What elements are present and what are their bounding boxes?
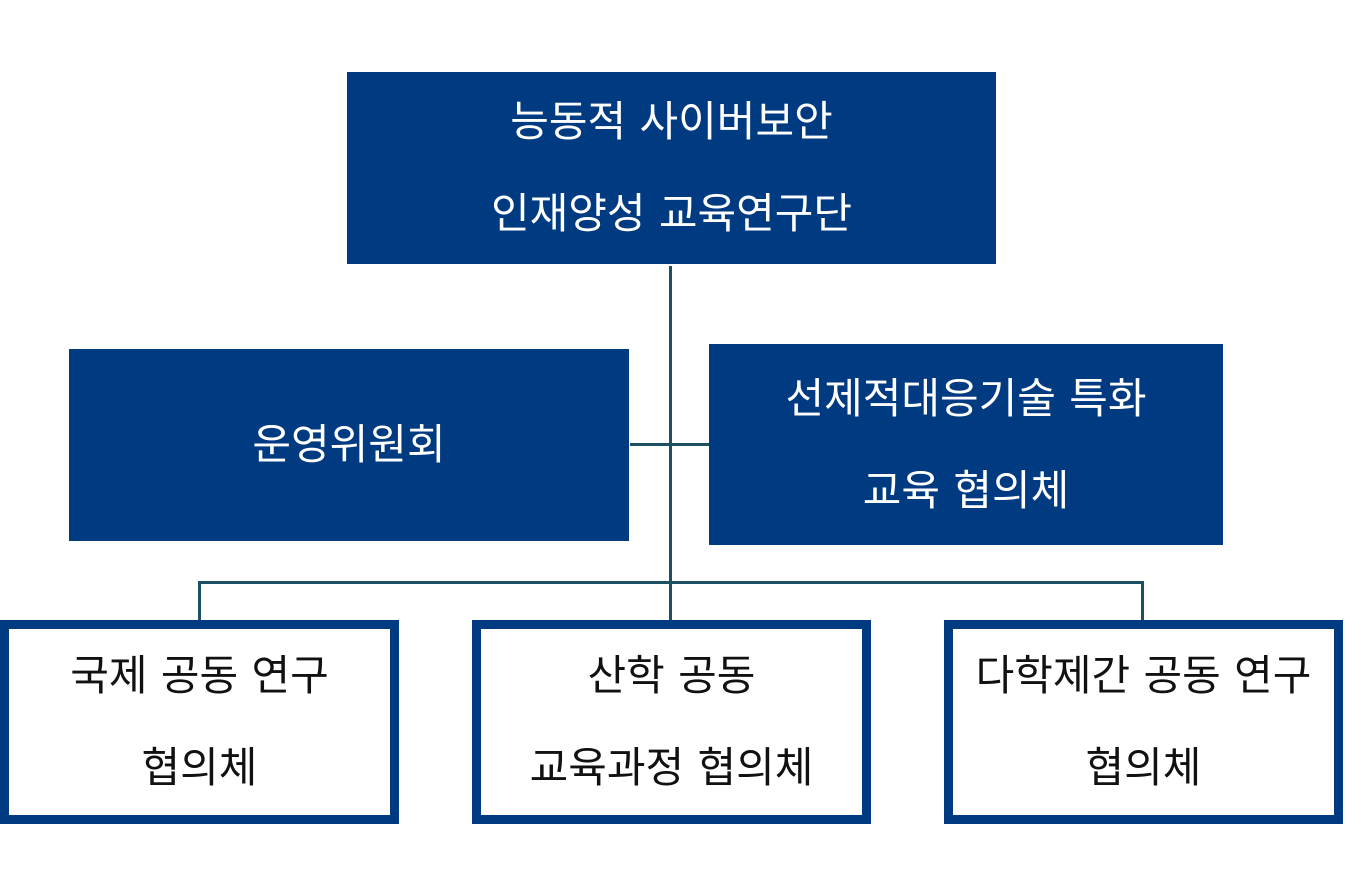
root-node-line2: 인재양성 교육연구단 <box>490 189 853 238</box>
child-1-drop-connector <box>198 581 201 623</box>
child-node-3-line1: 다학제간 공동 연구 <box>975 651 1312 700</box>
specialized-education-council-line1: 선제적대응기술 특화 <box>785 373 1147 423</box>
specialized-education-council-node: 선제적대응기술 특화 교육 협의체 <box>709 344 1223 545</box>
child-node-1-line2: 협의체 <box>141 743 258 792</box>
child-node-2-line1: 산학 공동 <box>587 651 756 700</box>
root-node-line1: 능동적 사이버보안 <box>510 97 833 146</box>
operating-committee-label: 운영위원회 <box>252 420 446 469</box>
child-node-1: 국제 공동 연구 협의체 <box>0 620 399 824</box>
child-node-2-line2: 교육과정 협의체 <box>529 743 814 792</box>
child-node-3: 다학제간 공동 연구 협의체 <box>944 620 1343 824</box>
root-node: 능동적 사이버보안 인재양성 교육연구단 <box>347 72 996 264</box>
child-2-drop-connector <box>669 581 672 623</box>
root-trunk-connector <box>669 266 672 584</box>
side-horizontal-connector <box>630 443 710 446</box>
specialized-education-council-line2: 교육 협의체 <box>862 465 1070 515</box>
child-node-2: 산학 공동 교육과정 협의체 <box>472 620 871 824</box>
child-node-3-line2: 협의체 <box>1085 743 1202 792</box>
operating-committee-node: 운영위원회 <box>69 349 629 541</box>
child-3-drop-connector <box>1141 581 1144 623</box>
child-node-1-line1: 국제 공동 연구 <box>70 651 329 700</box>
